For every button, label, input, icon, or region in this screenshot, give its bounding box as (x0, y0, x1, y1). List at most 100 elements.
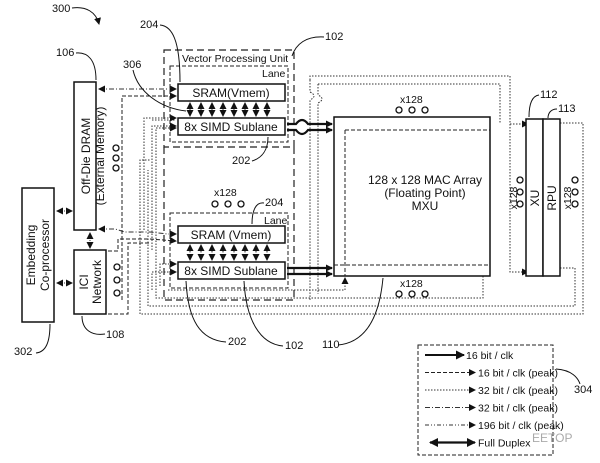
legend-item: 32 bit / clk (peak) (425, 403, 558, 415)
vector-processing-unit: Vector Processing Unit 102 (163, 31, 343, 301)
vpu-bottom-ref: 102 (285, 340, 303, 352)
mxu-output-wire (155, 124, 484, 299)
rpu-output-wire-inner (147, 170, 576, 307)
lane-top: Lane SRAM(Vmem) 8x SIMD Sublane 204 306 … (123, 19, 289, 167)
legend-item: Full Duplex (429, 438, 531, 450)
embedding-coprocessor-block: Embedding Co-processor 302 (14, 187, 55, 358)
ellipsis-dot (112, 164, 120, 172)
simd-top-ref: 202 (232, 155, 250, 167)
figure-ref-arrow (71, 7, 101, 25)
mxu-label-line2: (Floating Point) (384, 186, 465, 200)
vpu-ref-leader (291, 36, 325, 57)
legend-label: 16 bit / clk (peak) (478, 368, 558, 380)
ellipsis-dot (408, 290, 416, 298)
simd-top-label: 8x SIMD Sublane (184, 120, 278, 134)
legend-label: Full Duplex (478, 438, 531, 450)
ellipsis-dot (112, 144, 120, 152)
lane-multiplicity: x128 (214, 187, 237, 199)
lane-top-boundary (169, 65, 289, 143)
figure-reference: 300 (52, 3, 101, 25)
lane-to-mxu-links (287, 118, 333, 278)
ellipsis-dot (516, 200, 524, 208)
ellipsis-dot (571, 188, 579, 196)
ellipsis-dot (112, 154, 120, 162)
rpu-multiplicity: x128 (562, 186, 574, 209)
dram-lower-sram-link (98, 225, 177, 238)
legend-items: 16 bit / clk 16 bit / clk (peak) 32 bit / … (425, 350, 564, 450)
lane-bottom: x128 Lane SRAM (Vmem) 8x SIMD Sublane 20… (169, 187, 303, 352)
ici-label-line2: Network (90, 259, 104, 304)
simd-top-to-mxu-a (287, 118, 333, 128)
lane-bottom-label: Lane (264, 215, 288, 227)
mxu-box (333, 116, 491, 277)
sram-top-box (177, 83, 286, 102)
lane-bottom-ref-leader (251, 202, 265, 225)
ellipsis-dot (237, 200, 245, 208)
legend-item: 16 bit / clk (peak) (425, 368, 558, 380)
off-die-dram-block: Off-Die DRAM (External Memory) 106 (56, 47, 120, 231)
ici-ref-leader (81, 315, 106, 335)
mxu-multiplicity-top: x128 (400, 94, 423, 106)
sram-simd-links-bottom (186, 244, 271, 261)
rpu-output-wire-outer (139, 122, 584, 315)
upper-sublane-feed-a (143, 114, 177, 230)
dram-ellipsis (112, 144, 120, 172)
ici-network-block: ICI Network 108 (73, 249, 124, 341)
offchip-links (56, 85, 177, 315)
upper-sublane-feed-b (151, 122, 177, 250)
embedding-ref-leader (35, 323, 51, 354)
ici-lower-sram-link (108, 237, 177, 252)
simd-bottom-ref: 202 (228, 336, 246, 348)
simd-bottom-label: 8x SIMD Sublane (184, 264, 278, 278)
simd-bottom-box (177, 261, 286, 280)
lane-bottom-ref: 204 (265, 197, 283, 209)
ellipsis-dot (113, 289, 121, 297)
rpu-ref-leader (547, 108, 558, 119)
ici-ref: 108 (106, 329, 124, 341)
legend-label: 32 bit / clk (peak) (478, 385, 558, 397)
xu-input-wire-inner (318, 83, 501, 124)
legend-label: 32 bit / clk (peak) (478, 403, 558, 415)
ellipsis-dot (571, 176, 579, 184)
ellipsis-dot (571, 200, 579, 208)
mxu-label-line1: 128 x 128 MAC Array (368, 173, 482, 187)
ellipsis-dot (421, 290, 429, 298)
simd-top-to-mxu-b (287, 126, 333, 136)
simd-bottom-ref-leader (185, 280, 227, 343)
legend-label: 196 bit / clk (peak) (478, 420, 564, 432)
figure-ref-label: 300 (52, 3, 70, 15)
mxu-ref: 110 (322, 339, 340, 351)
vertical-bypass-wire (309, 80, 315, 300)
ici-label-line1: ICI (77, 274, 91, 289)
simd-top-box (177, 117, 286, 136)
ellipsis-dot (113, 276, 121, 284)
rpu-box (542, 118, 561, 277)
rpu-ref: 113 (558, 103, 576, 115)
rpu-label: RPU (545, 185, 559, 210)
connection-ref-leader (132, 69, 187, 112)
xu-input-wire-bottom (509, 124, 529, 276)
xu-input-wire-top (309, 75, 529, 128)
dram-box (73, 81, 97, 231)
lane-top-ref: 204 (140, 19, 158, 31)
legend-item: 16 bit / clk (425, 350, 514, 362)
dram-ref: 106 (56, 47, 74, 59)
ellipsis-dot (113, 263, 121, 271)
vpu-bottom-ref-leader (243, 280, 284, 347)
sram-simd-links-top (186, 102, 271, 117)
watermark: EETOP (532, 431, 572, 445)
vpu-ref: 102 (325, 31, 343, 43)
xu-ref: 112 (540, 89, 558, 101)
dram-label-line1: Off-Die DRAM (79, 118, 93, 194)
lane-bottom-boundary (169, 212, 289, 289)
lane-top-ref-leader (159, 24, 181, 83)
vertical-bypass-wire-2 (317, 84, 323, 294)
mxu-multiplicity-bottom: x128 (400, 278, 423, 290)
ellipsis-dot (516, 188, 524, 196)
mxu-block: x128 128 x 128 MAC Array (Floating Point… (322, 94, 491, 351)
wiring (139, 75, 584, 315)
mxu-ref-leader (337, 277, 384, 346)
ellipsis-dot (516, 176, 524, 184)
